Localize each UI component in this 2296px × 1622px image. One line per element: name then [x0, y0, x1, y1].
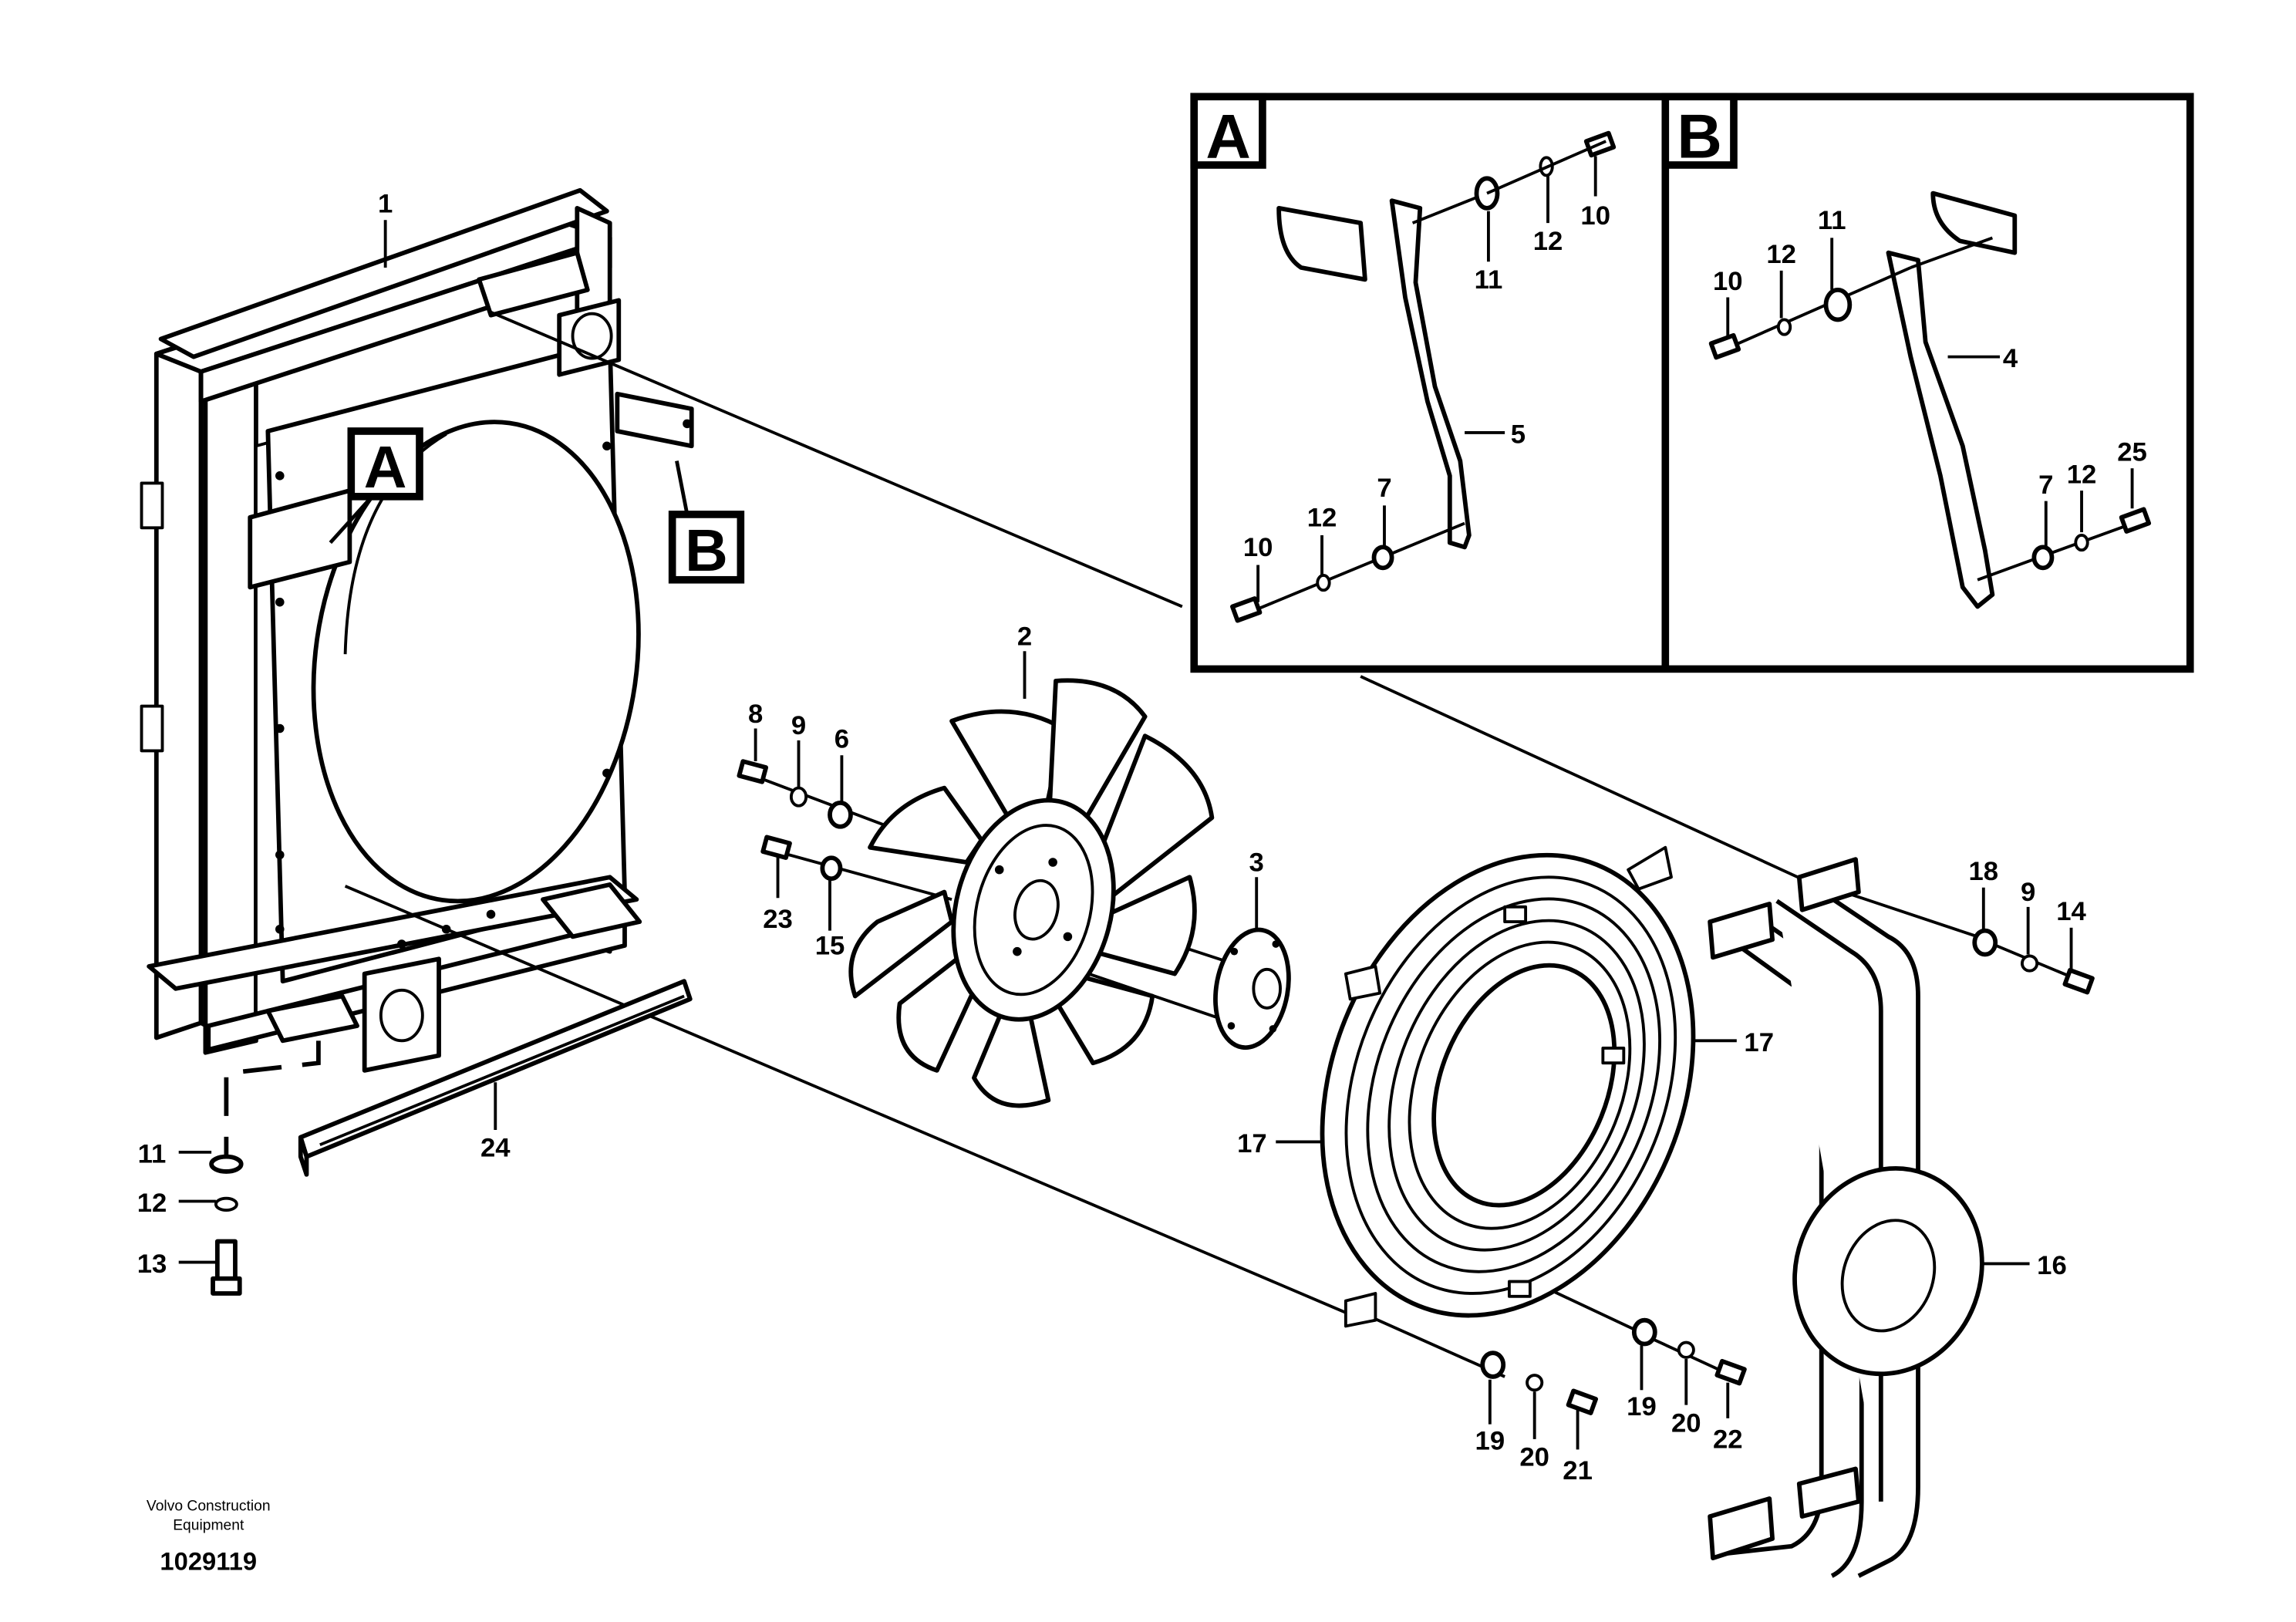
label-part-17-left: 17: [1237, 1129, 1267, 1158]
label-part-2: 2: [1017, 622, 1032, 652]
guard-hardware: [1480, 928, 2095, 1415]
label-detail-b-11: 11: [1818, 206, 1846, 235]
label-part-3: 3: [1249, 848, 1264, 878]
label-part-12-frame: 12: [137, 1189, 167, 1218]
label-detail-a-12-top: 12: [1533, 227, 1563, 256]
lock-washer-12: [214, 1196, 238, 1212]
fan-2: [848, 678, 1215, 1108]
detail-b-letter: B: [1677, 102, 1721, 171]
callout-a[interactable]: A: [329, 427, 423, 545]
footer-company-line-2: Equipment: [173, 1517, 244, 1533]
guard-bracket-16: [1708, 857, 1984, 1578]
fan-hardware: [737, 759, 853, 882]
label-part-23: 23: [763, 905, 793, 934]
label-detail-a-10-bottom: 10: [1243, 533, 1273, 562]
label-detail-a-7: 7: [1377, 474, 1391, 503]
callout-a-letter: A: [364, 434, 407, 501]
label-detail-a-11: 11: [1475, 265, 1503, 295]
label-part-22: 22: [1713, 1425, 1743, 1454]
label-detail-a-10-top: 10: [1580, 201, 1610, 231]
label-part-24: 24: [480, 1134, 511, 1163]
detail-b: B: [1661, 93, 2152, 609]
label-detail-b-4: 4: [2003, 344, 2018, 373]
label-part-20-b: 20: [1671, 1408, 1701, 1438]
label-part-6: 6: [834, 725, 849, 754]
callout-b[interactable]: B: [668, 460, 745, 585]
label-detail-a-5: 5: [1511, 420, 1526, 449]
washer-11: [209, 1154, 244, 1174]
hub-3: [1213, 927, 1291, 1050]
label-detail-b-10: 10: [1713, 267, 1743, 296]
label-detail-b-12-bottom: 12: [2067, 460, 2097, 489]
detail-panel: A B: [1190, 93, 2194, 673]
label-part-9-fan: 9: [791, 711, 806, 740]
label-part-18: 18: [1969, 857, 1999, 886]
fan-guard-17: [1320, 845, 1696, 1328]
label-detail-b-7: 7: [2038, 470, 2053, 500]
seal-strip-24: [298, 979, 693, 1177]
label-part-9-guard: 9: [2021, 878, 2035, 907]
label-part-19-a: 19: [1475, 1426, 1505, 1455]
label-part-19-b: 19: [1627, 1392, 1657, 1421]
footer-drawing-number: 1029119: [160, 1547, 257, 1576]
label-part-13: 13: [137, 1249, 167, 1279]
label-detail-b-25: 25: [2117, 438, 2147, 467]
label-part-8: 8: [748, 700, 763, 729]
footer: Volvo Construction Equipment 1029119: [147, 1498, 271, 1575]
label-part-20-a: 20: [1519, 1443, 1549, 1472]
label-part-1: 1: [378, 190, 393, 219]
radiator-assembly: [140, 187, 694, 1073]
frame-mount-hardware: [209, 1040, 321, 1296]
detail-a-letter: A: [1205, 102, 1250, 171]
part-labels: 1 2 3 6 8 9 23 15 24 11 12 13 17 17 16 1…: [137, 190, 2147, 1485]
label-part-21: 21: [1563, 1456, 1593, 1485]
label-leaders: [178, 156, 2134, 1450]
label-part-11-frame: 11: [138, 1139, 167, 1168]
label-detail-a-12-bottom: 12: [1307, 503, 1337, 532]
label-part-14: 14: [2056, 897, 2086, 926]
label-part-15: 15: [815, 932, 845, 961]
label-part-16: 16: [2037, 1251, 2067, 1280]
label-part-17-right: 17: [1744, 1028, 1774, 1057]
callout-b-letter: B: [685, 518, 728, 584]
detail-a: A: [1190, 93, 1617, 623]
label-detail-b-12-top: 12: [1766, 240, 1796, 269]
footer-company-line-1: Volvo Construction: [147, 1498, 271, 1514]
